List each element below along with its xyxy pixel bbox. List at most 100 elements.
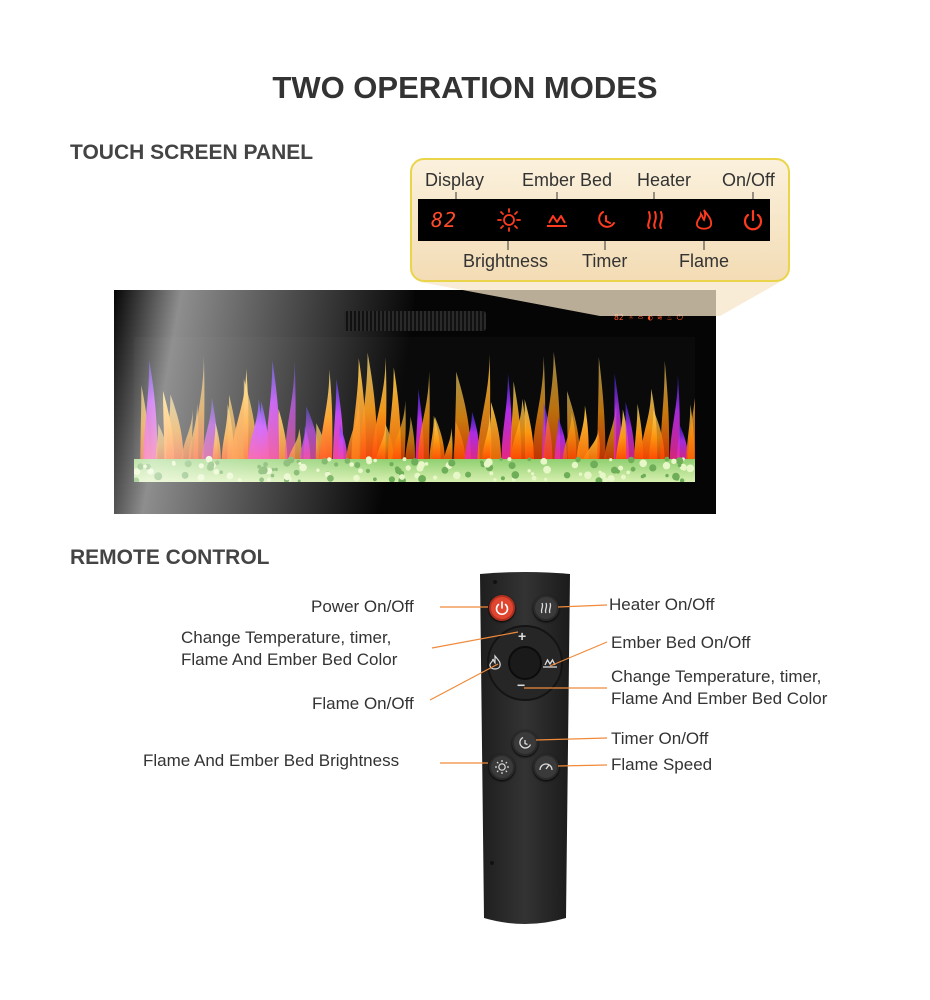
flame-tongue [417,370,430,465]
touch-panel-section-title: TOUCH SCREEN PANEL [70,141,314,164]
ember-crystal [489,471,494,476]
ember-crystal [571,461,579,469]
label-on-off: On/Off [722,170,775,190]
label-timer-on-off: Timer On/Off [611,729,709,748]
remote-timer-button[interactable] [512,730,538,756]
label-brightness: Flame And Ember Bed Brightness [143,751,400,770]
ember-crystal [590,460,598,469]
ember-crystal [686,464,695,473]
ember-crystal [682,467,686,471]
remote-power-button[interactable] [489,595,515,621]
label-change-temp-right-2: Flame And Ember Bed Color [611,689,828,708]
ember-crystal [677,463,682,468]
flame-tongue [576,405,589,465]
ember-crystal [602,477,608,482]
flame-tongue [524,399,535,465]
ember-crystal [543,465,551,474]
ember-crystal [500,476,505,481]
label-flame-on-off: Flame On/Off [312,694,414,713]
remote-ember-bed-button[interactable] [541,654,559,672]
ember-crystal [578,472,583,476]
flame-tongue [464,411,480,465]
flame-icon[interactable] [690,206,718,234]
flame-tongue [634,403,644,465]
timer-icon[interactable] [592,206,620,234]
label-brightness: Brightness [463,251,549,271]
label-ember-bed: Ember Bed [522,170,613,190]
ember-crystal [628,456,635,464]
heater-icon[interactable] [641,206,669,234]
remote-heater-button[interactable] [533,595,559,621]
digital-display: 82 [431,208,458,232]
remote-plus-button[interactable]: + [518,628,527,644]
ember-crystal [679,478,685,482]
mini-control-panel: 82 ☼ ⌓ ◐ ≋ ♨ ⏻ [614,313,683,322]
callout-connector [420,282,780,316]
ember-crystal [424,462,429,466]
ember-crystal [418,475,426,482]
ember-crystal [544,477,548,482]
ember-crystal [575,456,581,463]
ember-crystal [453,471,461,480]
remote-brightness-button[interactable] [489,754,515,780]
flame-tongue [582,429,600,465]
remote-section-title: REMOTE CONTROL [70,546,270,569]
ember-crystal [493,478,497,482]
label-power-on-off: Power On/Off [311,597,414,616]
ember-crystal [511,471,520,479]
label-ember-bed-on-off: Ember Bed On/Off [611,633,751,652]
flame-tongue [454,371,472,465]
ember-crystal [563,472,571,479]
label-change-temp-left-2: Flame And Ember Bed Color [181,650,398,669]
power-icon[interactable] [739,206,767,234]
ember-crystal [611,466,618,474]
label-display: Display [425,170,485,190]
brightness-icon[interactable] [495,206,523,234]
flame-tongue [432,416,445,465]
flame-tongue [510,398,527,465]
flame-tongue [660,360,670,465]
ember-crystal [665,473,669,478]
label-change-temp-right-1: Change Temperature, timer, [611,667,822,686]
ember-crystal [507,457,512,462]
ember-crystal [662,462,671,470]
ember-crystal [664,456,670,462]
flame-tongue [687,397,695,465]
ember-crystal [531,472,535,476]
heater-icon [540,602,552,614]
remote-minus-button[interactable]: − [517,677,526,693]
brightness-icon [495,760,509,774]
timer-icon [519,736,532,749]
ember-crystal [626,470,630,475]
ember-crystal [639,459,647,468]
ember-bed-icon[interactable] [543,206,571,234]
ember-crystal [531,475,537,481]
ember-crystal [448,459,456,467]
ember-crystal [417,461,425,469]
mini-display: 82 [614,313,624,322]
remote-flame-speed-button[interactable] [533,754,559,780]
flame-tongue [676,424,689,465]
label-flame-speed: Flame Speed [611,755,713,774]
remote-leader-lines [429,604,608,767]
ember-crystal [527,457,531,462]
ember-crystal [584,471,592,480]
ember-crystal [465,471,472,478]
ember-crystal [609,458,613,462]
ember-crystal [630,466,636,472]
label-timer: Timer [582,251,628,271]
ember-crystal [483,460,491,468]
flame-tongue [501,373,513,465]
label-heater-on-off: Heater On/Off [609,595,715,614]
flame-tongue [567,391,581,465]
speedometer-icon [539,763,553,771]
flame-tongue [625,401,635,465]
ember-crystal [479,460,484,464]
remote-flame-button[interactable] [486,654,504,672]
label-flame: Flame [679,251,730,271]
callout-pointer-lines [455,192,754,250]
ember-crystal [499,457,503,461]
flame-tongue [490,401,502,465]
ember-crystal [599,472,606,479]
ember-crystal [441,466,449,474]
